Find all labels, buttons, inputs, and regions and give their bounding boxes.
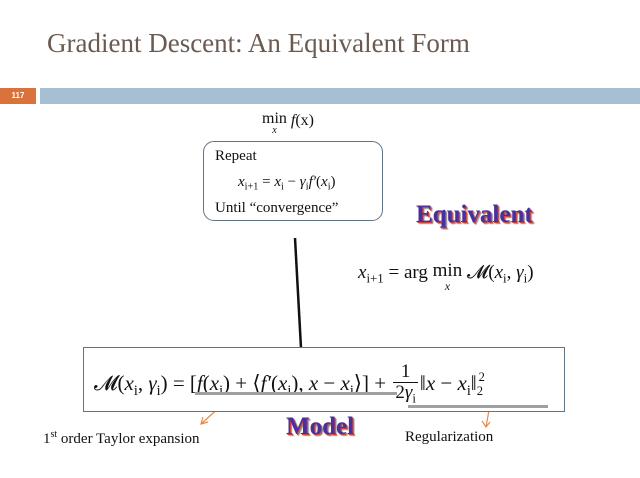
slide-title: Gradient Descent: An Equivalent Form	[47, 28, 470, 58]
fraction-denominator: 2γi	[393, 383, 418, 409]
model-fp-x: x	[278, 371, 288, 396]
argmin-lhs-sub: i+1	[366, 270, 384, 286]
argmin-eq: = arg	[383, 262, 433, 283]
model-lhs-comma: ,	[137, 371, 149, 396]
model-lhs-open: 𝓜(	[94, 371, 125, 396]
fraction-den-gamma-sub: i	[412, 390, 416, 406]
model-lhs-gamma: γ	[148, 371, 157, 396]
objective-formula: min x f(x)	[262, 110, 314, 136]
equivalent-label: Equivalent	[416, 201, 533, 228]
regularization-arrow	[481, 409, 491, 429]
update-arg-open: (	[316, 174, 322, 190]
model-lhs-gamma-sub: i	[156, 383, 161, 400]
slide-number: 117	[0, 88, 36, 104]
argmin-min-text: min	[432, 260, 463, 281]
argmin-x-sub: i	[503, 270, 507, 286]
model-fp-close: ),	[291, 371, 309, 396]
argmin-gamma: γ	[516, 262, 524, 283]
argmin-close: )	[527, 262, 534, 283]
objective-func: f	[290, 112, 296, 129]
model-label: Model	[286, 413, 355, 440]
algo-update-rule: xi+1 = xi − γif′(xi)	[238, 174, 336, 193]
update-lhs-sub: i+1	[244, 181, 259, 193]
model-norm-open: ‖	[419, 371, 426, 396]
model-f-x: x	[209, 371, 220, 396]
update-minus: −	[283, 174, 300, 190]
objective-arg: (x)	[295, 112, 314, 129]
argmin-comma: ,	[506, 262, 517, 283]
update-gamma-sub: i	[305, 181, 309, 193]
model-fp-x-sub: i	[287, 383, 291, 399]
update-fprime: f′	[308, 174, 317, 190]
argmin-lhs: x	[358, 262, 367, 283]
model-lhs-close: )	[160, 371, 168, 396]
model-norm-x: x	[425, 371, 436, 396]
model-eq: = [	[167, 371, 197, 396]
algorithm-box: Repeat xi+1 = xi − γif′(xi) Until “conve…	[203, 141, 383, 221]
connector-line	[293, 237, 303, 349]
model-plus1: + ⟨	[230, 371, 261, 396]
model-f-open: (	[202, 371, 210, 396]
model-f-close: )	[223, 371, 231, 396]
model-fprime: f′	[260, 371, 272, 396]
model-norm-xi: x	[457, 371, 467, 396]
model-norm-close: ‖	[470, 371, 477, 396]
update-eq: =	[258, 174, 275, 190]
update-x-sub: i	[280, 181, 284, 193]
model-diff-xi-sub: i	[350, 383, 354, 399]
taylor-expansion-label: 1st order Taylor expansion	[43, 429, 200, 448]
model-norm-xi-sub: i	[466, 383, 471, 400]
model-norm-sub: 2	[476, 384, 483, 399]
model-f-x-sub: i	[219, 383, 223, 399]
model-definition-box: 𝓜(xi, γi) = [f(xi) + ⟨f′(xi), x − xi⟩] +…	[83, 347, 565, 412]
taylor-rest: order Taylor expansion	[57, 431, 200, 447]
model-norm-minus: −	[435, 371, 458, 396]
taylor-suffix: st	[50, 429, 58, 440]
fraction-den-gamma: γ	[404, 382, 413, 403]
update-lhs: x	[238, 174, 245, 190]
min-var: x	[272, 125, 277, 136]
model-f: f	[196, 371, 203, 396]
fraction-numerator: 1	[393, 362, 418, 383]
algo-repeat: Repeat	[215, 148, 257, 164]
regularization-underline	[408, 405, 548, 408]
update-arg-x: x	[321, 174, 328, 190]
model-bracket-close: ⟩] +	[353, 371, 392, 396]
header-bar	[40, 88, 640, 104]
update-gamma: γ	[299, 174, 306, 190]
taylor-ordinal: 1	[43, 431, 51, 447]
model-diff-minus: −	[318, 371, 341, 396]
min-operator: min x	[262, 110, 287, 136]
model-equation: 𝓜(xi, γi) = [f(xi) + ⟨f′(xi), x − xi⟩] +…	[94, 362, 485, 409]
model-fp-open: (	[271, 371, 279, 396]
argmin-min-var: x	[444, 279, 451, 293]
regularization-label: Regularization	[405, 429, 494, 445]
model-lhs-x: x	[124, 371, 134, 396]
model-norm-sup: 2	[478, 370, 485, 385]
argmin-model: 𝓜(	[462, 262, 495, 283]
argmin-gamma-sub: i	[523, 270, 528, 286]
update-arg-close: )	[330, 174, 336, 190]
update-arg-sub: i	[327, 181, 331, 193]
fraction-den-two: 2	[395, 382, 405, 403]
model-diff-x: x	[308, 371, 319, 396]
algo-until: Until “convergence”	[215, 200, 339, 216]
taylor-underline	[195, 392, 397, 395]
model-diff-xi: x	[340, 371, 350, 396]
model-lhs-x-sub: i	[133, 383, 138, 400]
update-x: x	[274, 174, 281, 190]
argmin-x: x	[494, 262, 504, 283]
min-text: min	[262, 110, 287, 127]
